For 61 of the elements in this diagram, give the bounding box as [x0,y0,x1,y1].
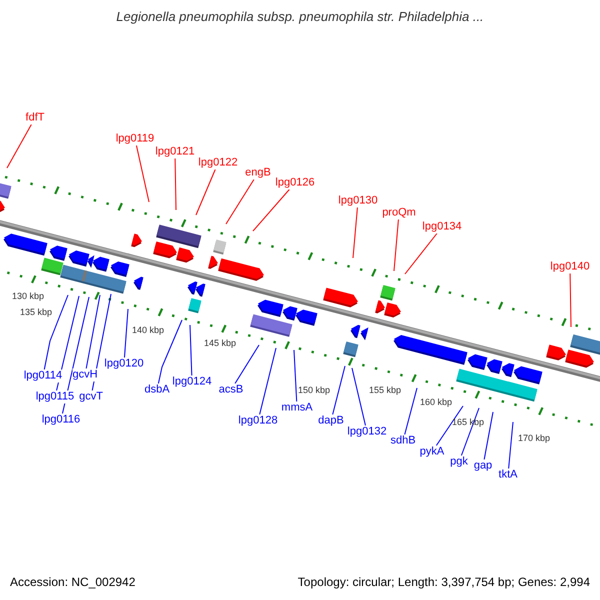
leader-line [404,233,438,274]
scale-label: 150 kbp [298,385,330,395]
leader-line [92,294,112,391]
gene-label: pykA [420,446,444,458]
leader-line [226,179,254,224]
leader-line [174,158,176,210]
scale-label: 140 kbp [132,325,164,335]
gene-label: lpg0114 [24,370,62,382]
gene-label: lpg0119 [116,132,154,146]
scale-label: 130 kbp [12,291,44,301]
scale-label: 145 kbp [204,338,236,348]
gene-label: engB [245,166,271,180]
leader-line [294,350,298,402]
leader-line [352,368,366,426]
gene-label: pgk [450,456,468,468]
gene-label: lpg0122 [198,156,238,170]
leader-line [252,189,290,232]
gene-label: lpg0124 [172,376,212,388]
footer-text: Accession: NC_002942 [10,575,136,589]
gene-label: gap [474,460,492,472]
leader-line [158,320,182,384]
leader-line [6,124,32,168]
scale-label: 155 kbp [368,385,402,395]
gene-label: dapB [318,414,344,428]
leader-line [404,388,418,435]
map-title: Legionella pneumophila subsp. pneumophila str. Philadelphia ... [115,10,485,24]
leader-line [394,219,399,272]
leader-line [332,366,346,415]
leader-line [508,422,514,469]
leader-line [196,169,216,216]
leader-line [136,145,150,202]
leader-line [436,406,464,446]
footer-text: Topology: circular; Length: 3,397,754 bp; Genes: 2,994 [298,575,590,589]
scale-label: 170 kbp [518,433,550,443]
leader-line [570,273,572,328]
gene-label: lpg0115 [36,390,74,404]
leader-line [62,296,90,414]
leader-line [44,294,68,370]
gene-label: lpg0121 [155,146,195,158]
leader-line [234,344,260,384]
leader-line [86,294,100,369]
leader-line [190,324,192,376]
gene-label: lpg0120 [104,358,144,370]
gene-label: gcvH [72,368,98,382]
gene-label: lpg0128 [238,414,278,428]
leader-line [124,308,128,358]
gene-label: gcvT [79,390,103,404]
gene-label: lpg0116 [42,414,80,426]
gene-label: lpg0130 [338,194,378,208]
leader-line [259,348,276,415]
gene-label: proQm [382,206,416,220]
gene-label: lpg0126 [275,176,315,190]
gene-label: lpg0132 [347,426,387,438]
scale-label: 160 kbp [420,397,452,407]
leader-line [460,408,480,456]
gene-label: fdfT [26,112,44,124]
gene-label: lpg0134 [422,220,462,234]
leader-line [484,412,494,460]
leader-line [352,207,358,258]
scale-label: 135 kbp [20,307,52,317]
gene-label: lpg0140 [550,260,590,274]
